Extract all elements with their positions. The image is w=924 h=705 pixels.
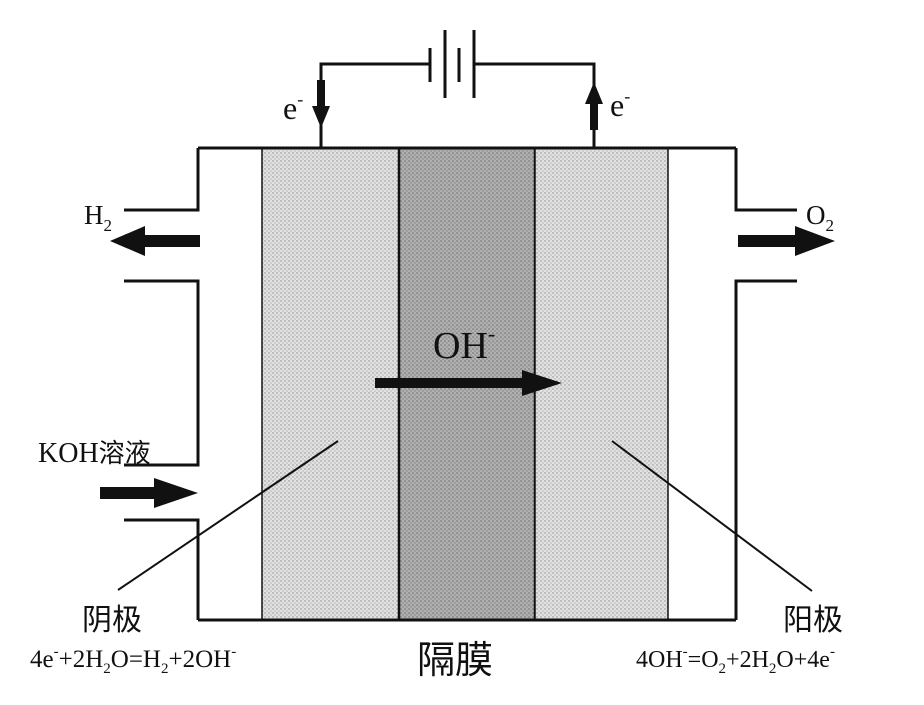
electron-arrow-left-shaft [317,80,325,108]
koh-arrow-shaft [100,487,156,499]
koh-solution-label: KOH溶液 [38,438,151,469]
electron-arrow-right-head [585,82,603,104]
electron-arrow-left-head [312,106,330,128]
hydroxide-arrow-shaft [375,378,525,388]
koh-arrow-head [154,478,198,508]
external-circuit [321,30,594,148]
membrane-label: 隔膜 [417,638,493,682]
hydroxide-label: OH- [433,321,495,367]
cathode-label: 阴极 [82,603,142,638]
electron-label-left: e- [283,89,303,126]
cathode-equation: 4e-+2H2O=H2+2OH- [30,644,236,677]
h2-arrow-shaft [142,235,200,247]
h2-label: H2 [84,200,112,235]
anode-label: 阳极 [783,603,843,638]
h2-arrow-head [110,226,145,256]
anode-equation: 4OH-=O2+2H2O+4e- [636,644,835,677]
electron-arrow-right-shaft [590,104,598,130]
o2-arrow-shaft [738,235,798,247]
electron-label-right: e- [610,86,630,123]
o2-label: O2 [806,200,834,235]
